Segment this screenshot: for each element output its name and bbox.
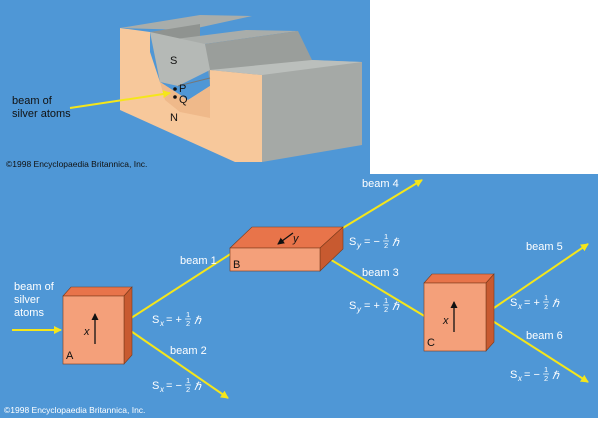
spin-eq-b-up-den: 2 [384, 241, 388, 250]
spin-eq-a-up-subscript: x [159, 319, 165, 328]
spin-eq-b-down-subscript: y [356, 305, 362, 314]
device-a-axis-label: x [83, 326, 90, 338]
spin-eq-b-down-hbar: ℏ [392, 301, 400, 313]
device-c-top [423, 273, 495, 284]
beam5-label: beam 5 [526, 241, 563, 253]
beam4-label: beam 4 [362, 178, 399, 190]
spin-eq-c-up-den: 2 [544, 302, 548, 311]
point-p-dot [173, 87, 177, 91]
spin-eq-c-up: S x = + 1 2 ℏ [510, 293, 560, 311]
source-label-2: silver [14, 294, 40, 306]
spin-eq-c-down-hbar: ℏ [552, 370, 560, 382]
spin-eq-b-up-subscript: y [356, 241, 362, 250]
top-beam-arrow [69, 90, 171, 109]
spin-eq-c-down-sign: = − [524, 369, 540, 381]
spin-eq-a-down-sign: = − [166, 380, 182, 392]
spin-eq-a-up-num: 1 [186, 310, 190, 319]
magnet-north-label: N [170, 112, 178, 124]
device-c: x C [423, 273, 495, 352]
device-c-label: C [427, 337, 435, 349]
top-beam-label-2: silver atoms [12, 108, 71, 120]
beam3-line [317, 251, 427, 318]
top-beam-label-1: beam of [12, 95, 53, 107]
magnet-gap-edge [177, 77, 211, 87]
beam5-line [487, 243, 589, 313]
spin-eq-b-up-symbol: S [349, 236, 356, 248]
spin-eq-c-down-den: 2 [544, 374, 548, 383]
device-b: y B [229, 226, 344, 272]
top-panel: S N P Q beam of silver atoms ©1998 Encyc… [0, 0, 370, 174]
device-b-front [229, 247, 321, 272]
beam1-line [124, 252, 233, 323]
spin-eq-c-up-num: 1 [544, 293, 548, 302]
source-label-3: atoms [14, 307, 44, 319]
magnet-back-top [120, 15, 252, 30]
source-label-1: beam of [14, 281, 55, 293]
spin-eq-c-up-symbol: S [510, 297, 517, 309]
device-b-axis-label: y [292, 233, 300, 245]
spin-eq-a-down-num: 1 [186, 376, 190, 385]
spin-eq-b-up-num: 1 [384, 232, 388, 241]
bottom-panel: x A y B x C beam of silver atoms beam 1 … [0, 174, 598, 418]
beam6-label: beam 6 [526, 330, 563, 342]
spin-eq-a-down-subscript: x [159, 385, 165, 394]
bottom-copyright: ©1998 Encyclopaedia Britannica, Inc. [4, 405, 145, 415]
spin-eq-c-down-num: 1 [544, 365, 548, 374]
device-a: x A [62, 286, 133, 365]
spin-eq-b-down-den: 2 [384, 305, 388, 314]
spin-eq-c-down-symbol: S [510, 369, 517, 381]
spin-eq-c-down-subscript: x [517, 374, 523, 383]
device-c-front [423, 282, 487, 352]
spin-eq-a-up: S x = + 1 2 ℏ [152, 310, 202, 328]
device-a-top [62, 286, 133, 297]
spin-eq-b-down-sign: = + [364, 300, 380, 312]
spin-eq-a-down-symbol: S [152, 380, 159, 392]
beam6-line [487, 317, 589, 383]
device-b-axis-arrow [277, 232, 294, 245]
spin-eq-a-down-den: 2 [186, 385, 190, 394]
point-q-label: Q [179, 94, 188, 106]
device-a-front [62, 295, 125, 365]
spin-eq-a-down-hbar: ℏ [194, 381, 202, 393]
beam3-label: beam 3 [362, 267, 399, 279]
beam2-label: beam 2 [170, 345, 207, 357]
magnet-front-face [120, 28, 262, 162]
device-a-label: A [66, 350, 74, 362]
device-c-side [485, 273, 495, 352]
spin-eq-b-up: S y = − 1 2 ℏ [349, 232, 400, 250]
device-a-side [123, 286, 133, 365]
beam1-label: beam 1 [180, 255, 217, 267]
spin-eq-a-up-hbar: ℏ [194, 315, 202, 327]
spin-eq-b-up-hbar: ℏ [392, 237, 400, 249]
point-q-dot [173, 95, 177, 99]
spin-eq-c-up-hbar: ℏ [552, 298, 560, 310]
spin-eq-a-up-symbol: S [152, 314, 159, 326]
spin-eq-c-down: S x = − 1 2 ℏ [510, 365, 560, 383]
top-copyright: ©1998 Encyclopaedia Britannica, Inc. [6, 159, 147, 169]
magnet-south-pole [150, 32, 210, 86]
spin-eq-b-down: S y = + 1 2 ℏ [349, 296, 400, 314]
spin-eq-b-down-symbol: S [349, 300, 356, 312]
magnet-front-top [210, 60, 362, 75]
spin-eq-b-down-num: 1 [384, 296, 388, 305]
magnet-assembly [120, 15, 362, 162]
device-b-label: B [233, 259, 240, 271]
spin-eq-c-up-subscript: x [517, 302, 523, 311]
point-p-label: P [179, 83, 186, 95]
beam2-line [124, 326, 229, 399]
spin-eq-a-up-sign: = + [166, 314, 182, 326]
device-c-axis-label: x [442, 315, 449, 327]
magnet-notch-face [160, 82, 210, 118]
spin-eq-b-up-sign: = − [364, 236, 380, 248]
spin-eq-a-up-den: 2 [186, 319, 190, 328]
magnet-south-label: S [170, 55, 177, 67]
spin-eq-c-up-sign: = + [524, 297, 540, 309]
spin-eq-a-down: S x = − 1 2 ℏ [152, 376, 202, 394]
